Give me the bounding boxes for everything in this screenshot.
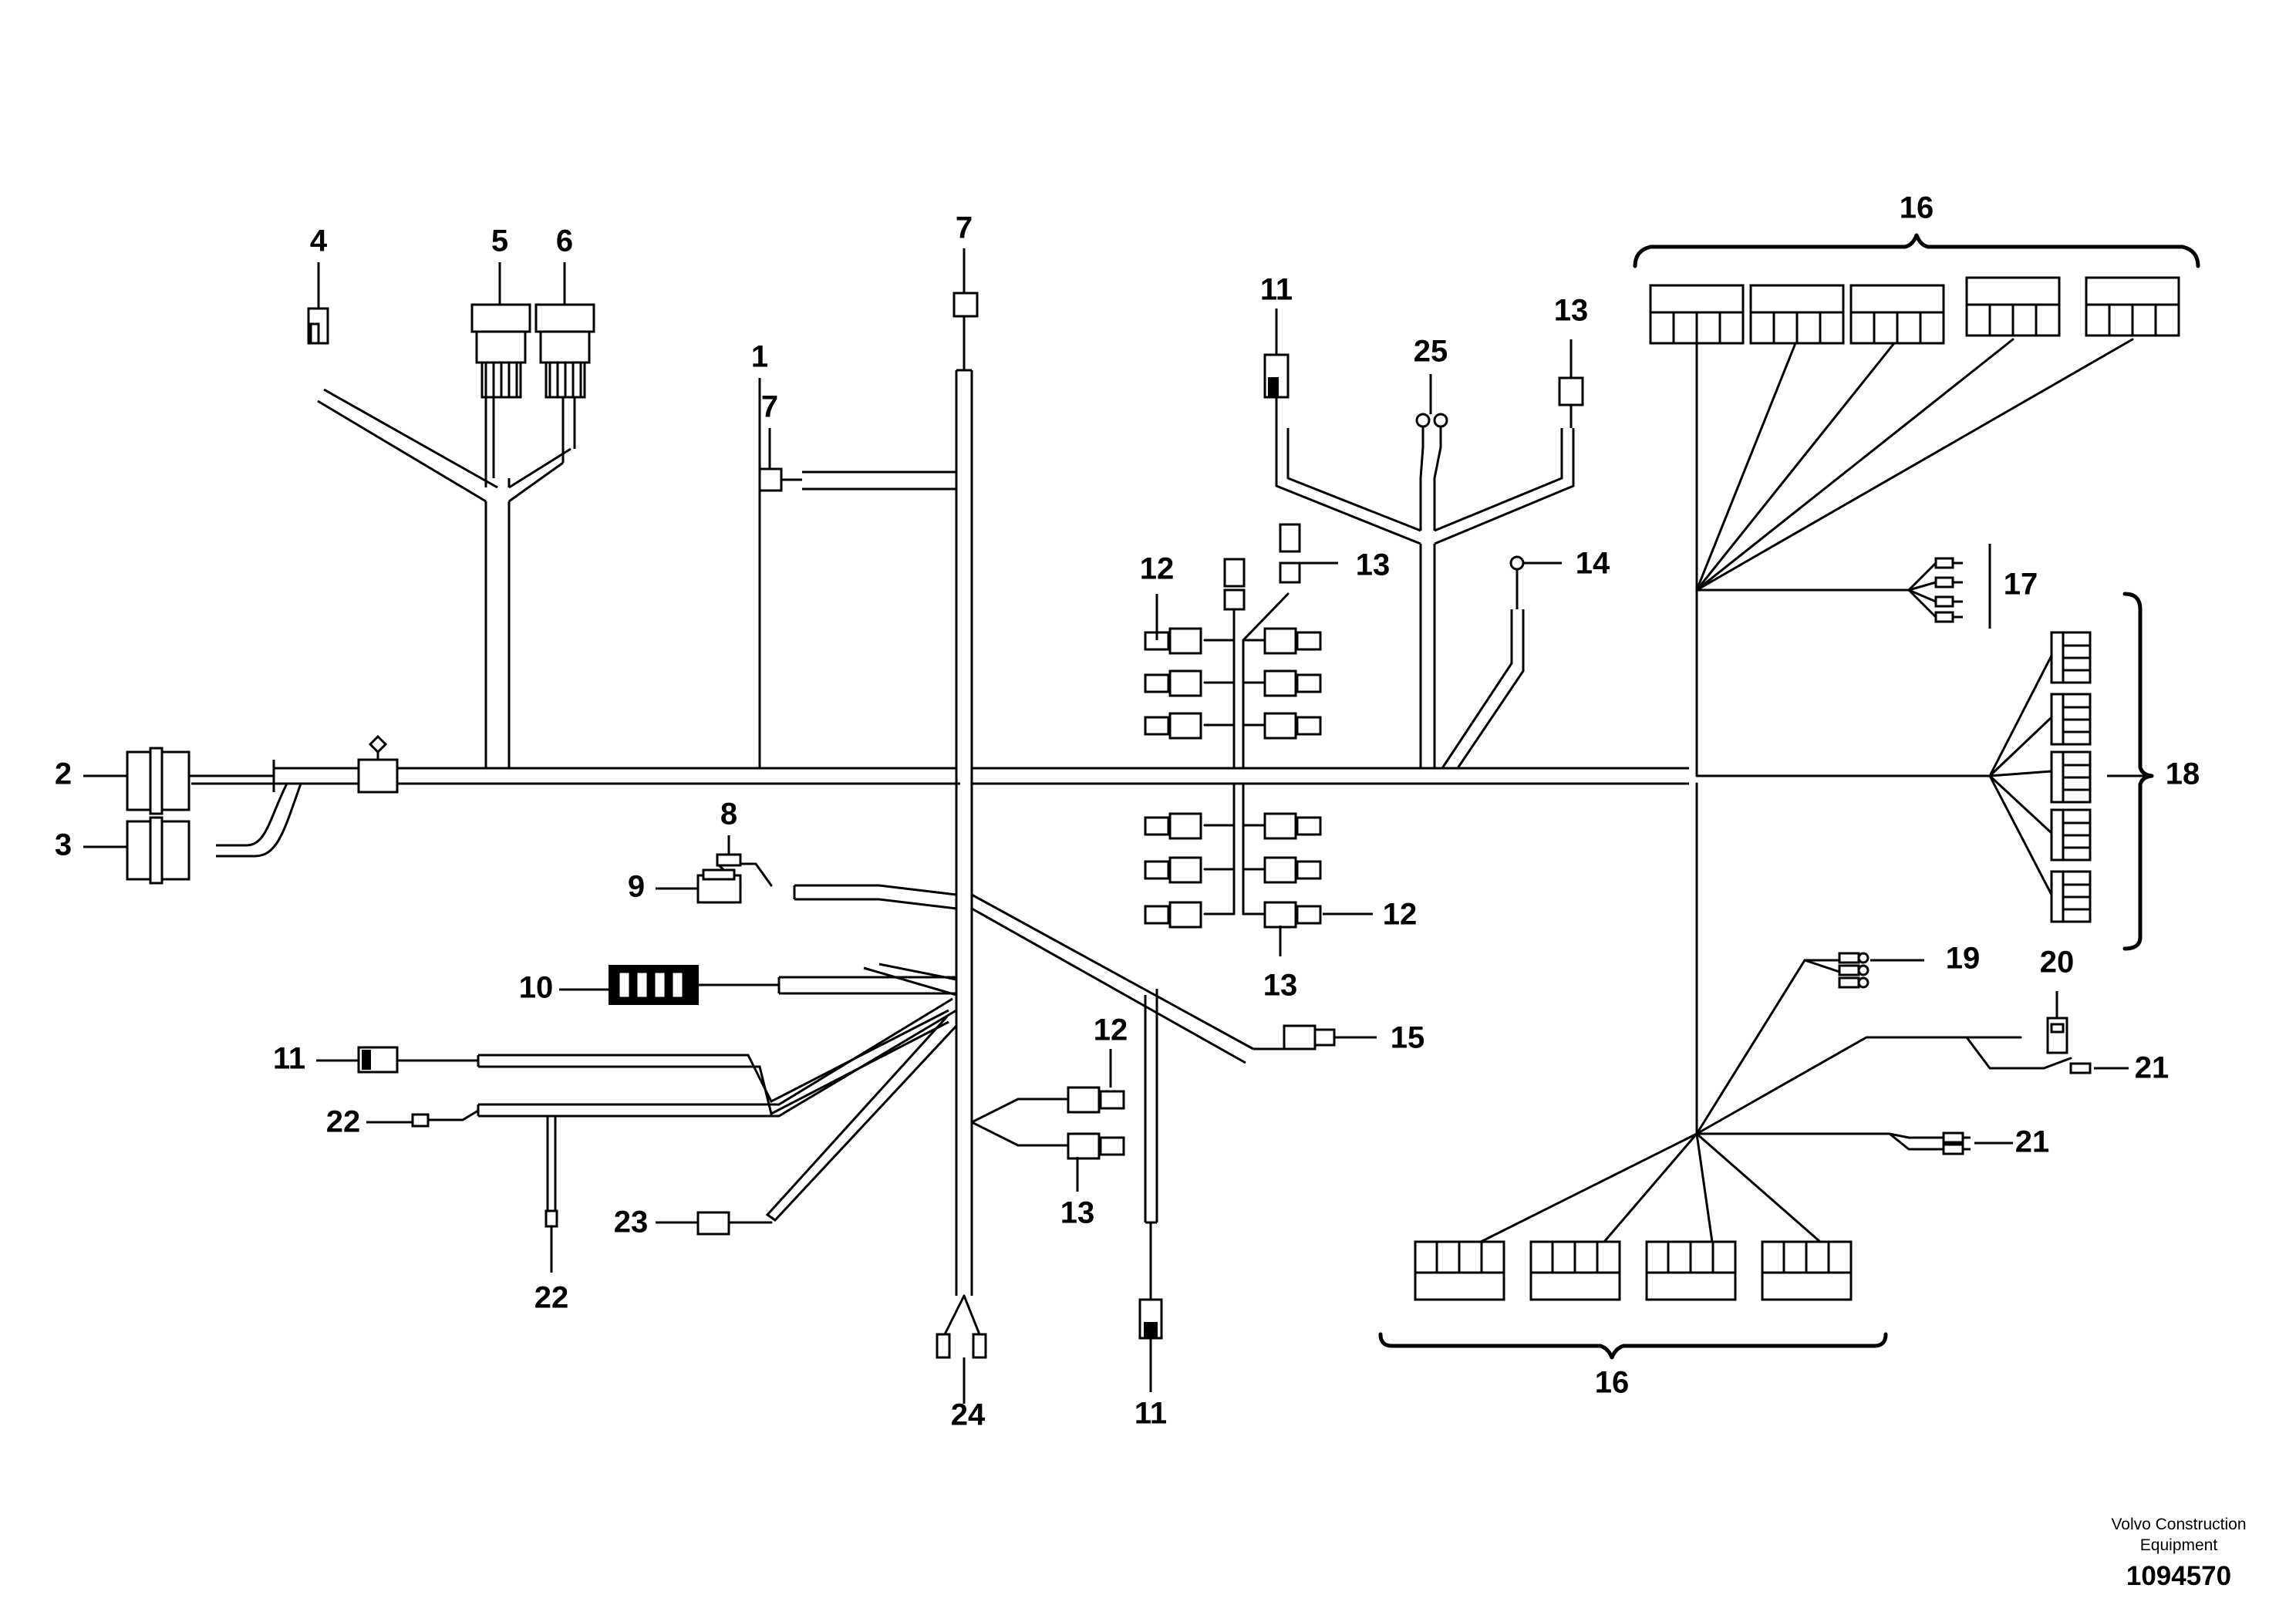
connector-13-upper	[1223, 523, 1301, 611]
callout-12-upper: 12	[1140, 552, 1175, 586]
connector-21-lower	[1942, 1131, 1971, 1155]
callout-13-lower: 13	[1263, 969, 1298, 1003]
connector-group-16-top	[1649, 276, 2180, 345]
leader-lines	[83, 248, 2152, 1404]
connector-25	[1415, 413, 1448, 447]
callout-7-top: 7	[956, 211, 973, 245]
callout-2: 2	[55, 757, 72, 791]
connector-20	[2046, 1017, 2068, 1054]
callout-14: 14	[1576, 547, 1610, 581]
connector-9	[696, 868, 742, 904]
callout-3: 3	[55, 828, 72, 862]
connectors	[126, 276, 2180, 1359]
callout-20: 20	[2040, 946, 2075, 980]
callout-16-top: 16	[1900, 191, 1934, 225]
callout-11-left: 11	[273, 1042, 305, 1076]
callout-11-top: 11	[1260, 273, 1293, 307]
connector-group-16-bottom	[1414, 1240, 1853, 1301]
callout-6: 6	[556, 224, 573, 258]
connector-7-left	[758, 467, 802, 492]
callout-15: 15	[1391, 1021, 1425, 1055]
connector-11-bottom	[1138, 1222, 1163, 1354]
callout-5: 5	[491, 224, 508, 258]
callout-10: 10	[519, 971, 554, 1005]
connector-23	[696, 1211, 730, 1236]
connector-18	[2050, 631, 2092, 923]
connector-pairs-bottom	[1067, 1086, 1125, 1160]
connector-22-horizontal	[411, 1113, 430, 1128]
connector-10	[609, 965, 699, 1005]
callout-11-bottom: 11	[1135, 1397, 1167, 1431]
callout-7-left: 7	[761, 390, 778, 424]
callout-25: 25	[1414, 335, 1448, 369]
callout-23: 23	[614, 1206, 649, 1239]
callout-labels: 1 2 3 4 5 6 7 7 8 9 10 11 11 11 12 12 12…	[55, 191, 2200, 1432]
callout-13-upper: 13	[1356, 548, 1391, 582]
connector-5	[470, 303, 531, 399]
maker-line-1: Volvo Construction	[2111, 1516, 2246, 1533]
connector-pairs-lower	[1144, 812, 1322, 929]
connector-22-vertical	[544, 1209, 558, 1228]
footer-caption: Volvo Construction Equipment 1094570	[2111, 1516, 2246, 1591]
brackets	[1378, 233, 2200, 1360]
connector-24	[936, 1333, 987, 1359]
thin-wires	[396, 338, 2134, 1336]
connector-3	[126, 816, 190, 885]
doc-number: 1094570	[2126, 1561, 2231, 1591]
callout-16-bottom: 16	[1595, 1366, 1630, 1400]
connector-11-left	[357, 1046, 399, 1074]
connector-8	[716, 853, 742, 867]
connector-6	[534, 303, 595, 399]
connector-pairs-upper	[1144, 627, 1322, 740]
callout-17: 17	[2004, 568, 2038, 602]
connector-19	[1838, 952, 1870, 989]
connector-17	[1934, 557, 1963, 623]
callout-12-lower: 12	[1383, 898, 1418, 932]
connector-21-upper	[2069, 1062, 2092, 1074]
callout-19: 19	[1946, 942, 1981, 976]
callout-8: 8	[720, 798, 737, 831]
callout-12-bottom: 12	[1094, 1013, 1128, 1047]
maker-line-2: Equipment	[2140, 1536, 2218, 1554]
connector-11-top	[1263, 353, 1290, 428]
callout-21-upper: 21	[2135, 1051, 2170, 1085]
connector-15	[1253, 1024, 1336, 1050]
callout-22-vertical: 22	[534, 1281, 569, 1315]
callout-1: 1	[751, 340, 768, 374]
callout-13-bottom: 13	[1060, 1196, 1095, 1230]
callout-21-lower: 21	[2015, 1125, 2050, 1159]
callout-13-top: 13	[1554, 294, 1589, 328]
connector-7-top	[952, 292, 979, 370]
connector-14	[1509, 555, 1525, 609]
callout-22-horizontal: 22	[326, 1105, 361, 1139]
connector-13-top	[1558, 376, 1584, 428]
callout-9: 9	[628, 870, 645, 904]
connector-2	[126, 747, 190, 815]
callout-4: 4	[310, 224, 328, 258]
callout-18: 18	[2166, 757, 2200, 791]
callout-24: 24	[951, 1398, 986, 1432]
connector-4	[307, 307, 329, 345]
junction-box	[357, 758, 399, 794]
